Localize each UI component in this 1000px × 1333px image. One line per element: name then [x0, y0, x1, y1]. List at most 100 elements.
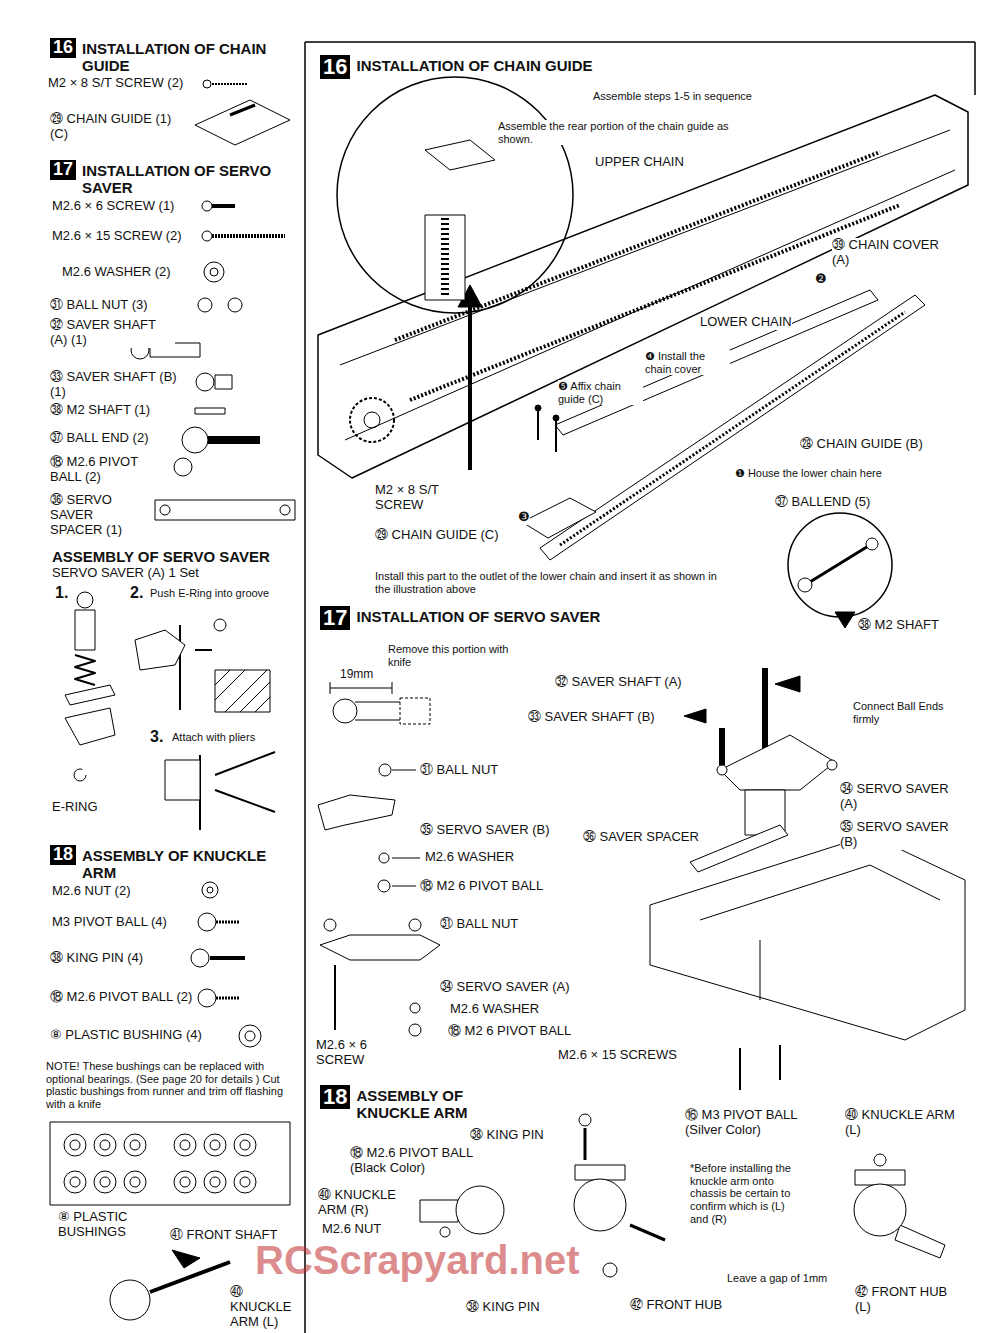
part-label: ㉛ BALL NUT (3) [50, 298, 148, 313]
drawing-line [392, 886, 416, 887]
drawing-line [420, 1200, 458, 1222]
part-label: M2.6 × 15 SCREWS [558, 1048, 677, 1063]
drawing-circle [234, 1171, 256, 1193]
drawing-line [355, 720, 400, 721]
note-text: Attach with pliers [172, 731, 255, 744]
drawing-circle [77, 592, 93, 608]
drawing-line [779, 1045, 781, 1080]
part-label: ⑱ M2.6 PIVOT BALL (Black Color) [350, 1146, 485, 1176]
part-label: ㉝ SAVER SHAFT (B) [528, 710, 655, 725]
drawing-circle [210, 268, 218, 276]
drawing-line [65, 685, 115, 705]
step-heading: 16INSTALLATION OF CHAIN GUIDE [320, 55, 740, 79]
part-label: ㉙ CHAIN GUIDE (C) [375, 528, 499, 543]
drawing-line [135, 630, 185, 670]
drawing-line [895, 1225, 945, 1258]
drawing-circle [70, 1177, 80, 1187]
drawing-circle [198, 989, 216, 1007]
drawing-circle [440, 1227, 450, 1237]
part-label: ㉙ CHAIN GUIDE (1) (C) [50, 112, 190, 142]
drawing-line [560, 312, 905, 545]
drawing-circle [210, 1140, 220, 1150]
drawing-line [172, 1250, 200, 1268]
part-label: ⑱ M2 6 PIVOT BALL [420, 879, 543, 894]
part-label: ㊳ KING PIN (4) [50, 951, 143, 966]
part-label: ㊷ FRONT HUB [630, 1298, 722, 1313]
drawing-circle [70, 1140, 80, 1150]
drawing-circle [333, 699, 357, 723]
drawing-circle [798, 578, 812, 592]
step-title: INSTALLATION OF SERVO SAVER [82, 160, 295, 197]
drawing-line [216, 921, 240, 924]
drawing-line [320, 935, 440, 960]
drawing-line [179, 625, 181, 710]
step-number: 17 [320, 606, 350, 630]
drawing-line [684, 709, 706, 723]
drawing-circle [204, 1134, 226, 1156]
drawing-line [739, 1048, 741, 1090]
drawing-circle [160, 505, 170, 515]
watermark: RCScrapyard.net [255, 1240, 580, 1280]
part-label: ㉟ SERVO SAVER (B) [840, 820, 960, 850]
part-label: ㉜ SAVER SHAFT (A) [555, 675, 682, 690]
drawing-line [215, 670, 270, 712]
part-label: M3 PIVOT BALL (4) [52, 915, 167, 930]
note-text: Connect Ball Ends firmly [853, 700, 963, 725]
drawing-circle [94, 1134, 116, 1156]
part-label: LOWER CHAIN [700, 315, 792, 330]
drawing-line [400, 698, 430, 724]
part-label: M2 × 8 S/T SCREW [375, 483, 460, 513]
part-label: ⑯ M3 PIVOT BALL (Silver Color) [685, 1108, 825, 1138]
part-label: ⑧ PLASTIC BUSHING (4) [50, 1028, 202, 1043]
drawing-line [75, 655, 95, 685]
drawing-line [230, 105, 255, 115]
part-label: ㊷ FRONT HUB (L) [855, 1285, 965, 1315]
drawing-line [150, 1262, 230, 1292]
drawing-line [855, 1170, 905, 1185]
part-label: ㊲ BALL END (2) [50, 431, 149, 446]
drawing-circle [180, 1177, 190, 1187]
drawing-line [468, 305, 472, 470]
drawing-circle [198, 298, 212, 312]
part-label: M2.6 WASHER (2) [62, 265, 171, 280]
drawing-circle [202, 231, 212, 241]
drawing-circle [245, 1031, 255, 1041]
drawing-line [330, 682, 331, 694]
step-title: ASSEMBLY OF KNUCKLE ARM [82, 845, 295, 882]
part-label: M2.6 × 6 SCREW [316, 1038, 396, 1068]
drawing-line [195, 649, 212, 651]
drawing-line [760, 940, 761, 1000]
drawing-line [330, 688, 392, 689]
drawing-circle [124, 1134, 146, 1156]
drawing-circle [228, 298, 242, 312]
drawing-circle [379, 764, 391, 776]
drawing-line [584, 1128, 587, 1160]
drawing-line [355, 702, 400, 703]
drawing-circle [337, 77, 573, 313]
drawing-circle [378, 880, 390, 892]
drawing-line [305, 41, 975, 43]
drawing-line [255, 697, 270, 712]
note-text: Push E-Ring into groove [150, 587, 269, 600]
drawing-line [720, 735, 835, 790]
drawing-circle [100, 1177, 110, 1187]
drawing-circle [182, 427, 208, 453]
part-label: ㊱ SERVO SAVER SPACER (1) [50, 493, 145, 538]
drawing-circle [174, 1171, 196, 1193]
drawing-circle [553, 415, 559, 421]
part-label: M2.6 NUT [322, 1222, 381, 1237]
drawing-line [215, 790, 275, 812]
drawing-line [215, 670, 245, 700]
drawing-circle [535, 405, 541, 411]
part-label: 3. [150, 728, 163, 746]
note-text: Leave a gap of 1mm [727, 1272, 827, 1285]
drawing-circle [410, 1003, 420, 1013]
note-text: Assemble the rear portion of the chain g… [498, 120, 733, 145]
drawing-circle [827, 760, 837, 770]
note-text: *Before installing the knuckle arm onto … [690, 1162, 805, 1225]
drawing-circle [210, 1177, 220, 1187]
drawing-line [195, 100, 290, 145]
drawing-circle [324, 919, 336, 931]
step-number: 16 [50, 38, 76, 58]
note-text: Assemble steps 1-5 in sequence [593, 90, 752, 103]
